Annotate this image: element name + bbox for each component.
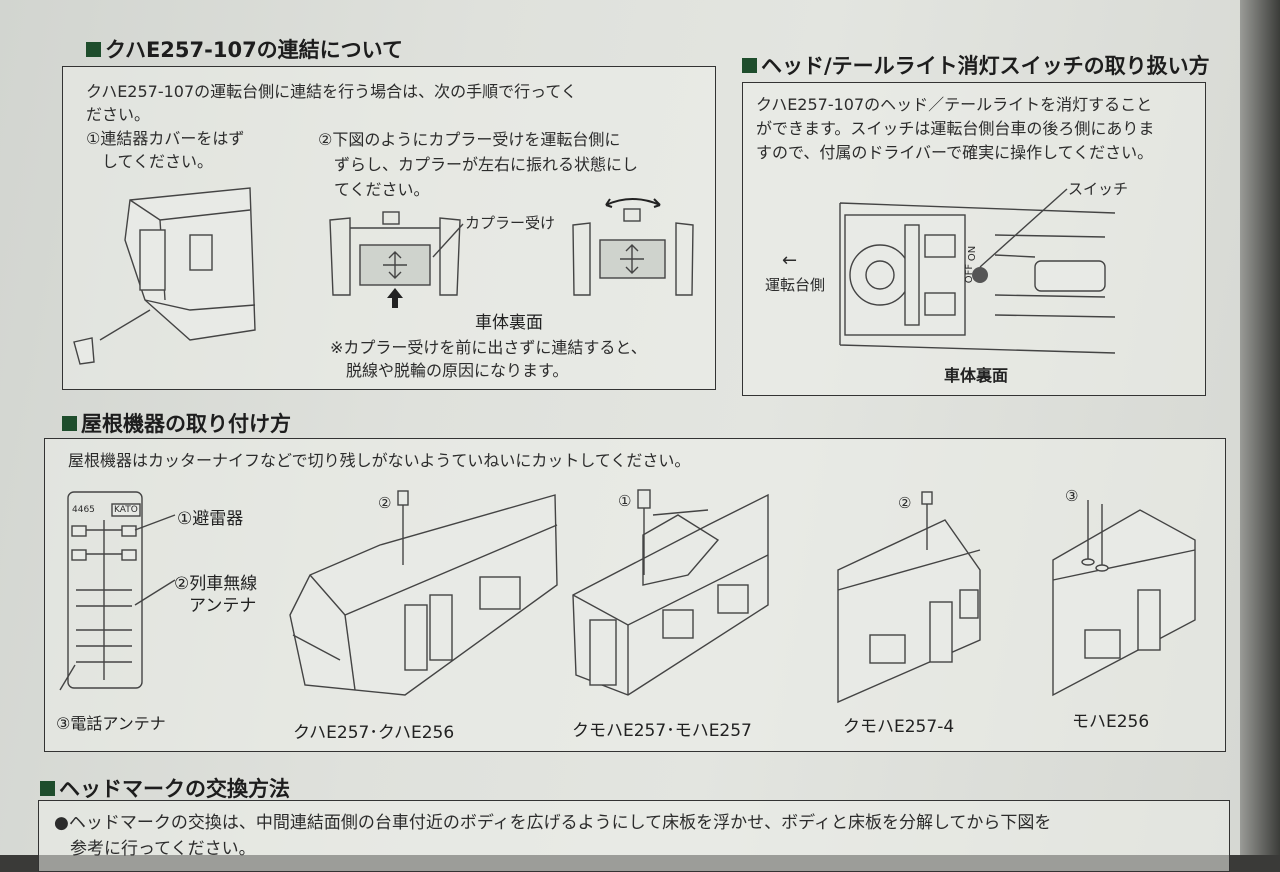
roof-heading: 屋根機器の取り付け方 — [62, 408, 291, 438]
roof-body: 屋根機器はカッターナイフなどで切り残しがないようていねいにカットしてください。 — [68, 451, 691, 470]
light-switch-body-1: クハE257-107のヘッド／テールライトを消灯すること — [756, 95, 1153, 114]
page-edge — [1240, 0, 1280, 855]
headmark-heading: ヘッドマークの交換方法 — [40, 773, 290, 803]
coupling-intro-2: ださい。 — [86, 105, 151, 124]
coupling-note-1: ※カプラー受けを前に出さずに連結すると、 — [330, 338, 647, 357]
headmark-body-1: ●ヘッドマークの交換は、中間連結面側の台車付近のボディを広げるようにして床板を浮… — [54, 813, 1052, 833]
car2-illustration — [572, 489, 769, 696]
car2-marker: ① — [618, 492, 632, 510]
coupling-step2-3: てください。 — [318, 180, 430, 199]
headmark-body-2: 参考に行ってください。 — [70, 839, 256, 859]
light-switch-underside-label: 車体裏面 — [944, 366, 1009, 385]
car1-caption: クハE257･クハE256 — [293, 723, 455, 743]
coupling-step2-2: ずらし、カプラーが左右に振れる状態にし — [318, 155, 639, 174]
coupling-step1-2: してください。 — [86, 152, 214, 171]
cab-side-label: 運転台側 — [765, 276, 826, 294]
car2-caption: クモハE257･モハE257 — [572, 721, 752, 741]
light-switch-heading: ヘッド/テールライト消灯スイッチの取り扱い方 — [742, 50, 1210, 80]
car3-caption: クモハE257-4 — [843, 717, 955, 737]
coupling-underside-label: 車体裏面 — [475, 313, 543, 333]
car1-marker: ② — [378, 494, 392, 512]
light-switch-box — [742, 82, 1206, 396]
coupling-intro-1: クハE257-107の運転台側に連結を行う場合は、次の手順で行ってく — [86, 82, 577, 101]
coupling-step2-1: ②下図のようにカプラー受けを運転台側に — [318, 130, 621, 149]
car4-marker: ③ — [1065, 487, 1079, 505]
heading-square-icon — [40, 780, 55, 796]
manual-page: クハE257-107の連結について クハE257-107の運転台側に連結を行う場… — [0, 0, 1240, 872]
part2-label-1: ②列車無線 — [174, 574, 258, 594]
sprue-code: 4465 — [72, 505, 95, 515]
coupler-label: カプラー受け — [465, 214, 556, 232]
coupler-diagram-right — [572, 198, 694, 296]
coupling-step1-1: ①連結器カバーをはず — [86, 129, 245, 148]
coupler-diagram-left — [329, 211, 461, 308]
parts-sprue-illustration — [67, 491, 143, 689]
light-switch-body-2: ができます。スイッチは運転台側台車の後ろ側にありま — [756, 119, 1155, 138]
heading-square-icon — [62, 415, 77, 431]
train-front-illustration — [73, 187, 256, 365]
coupler-leader-line — [432, 223, 464, 258]
part1-label: ①避雷器 — [177, 509, 244, 529]
headmark-box — [38, 800, 1230, 872]
car3-illustration — [837, 491, 981, 704]
car4-illustration — [1052, 500, 1196, 697]
part3-label: ③電話アンテナ — [56, 714, 166, 733]
part2-label-2: アンテナ — [189, 596, 257, 616]
switch-off-label: OFF — [964, 263, 976, 284]
switch-on-label: ON — [967, 245, 979, 262]
sprue-brand: KATO — [114, 505, 138, 515]
sprue-leader-lines — [59, 514, 176, 691]
cab-side-arrow-icon: ← — [782, 250, 798, 271]
car3-marker: ② — [898, 494, 912, 512]
car1-illustration — [289, 490, 558, 696]
light-switch-body-3: すので、付属のドライバーで確実に操作してください。 — [756, 143, 1154, 162]
car4-caption: モハE256 — [1072, 712, 1150, 732]
heading-square-icon — [86, 41, 101, 57]
coupling-heading: クハE257-107の連結について — [86, 34, 403, 64]
switch-label: スイッチ — [1068, 180, 1129, 198]
heading-square-icon — [742, 57, 757, 73]
bogie-underside-illustration — [839, 188, 1116, 354]
coupling-note-2: 脱線や脱輪の原因になります。 — [330, 361, 569, 380]
